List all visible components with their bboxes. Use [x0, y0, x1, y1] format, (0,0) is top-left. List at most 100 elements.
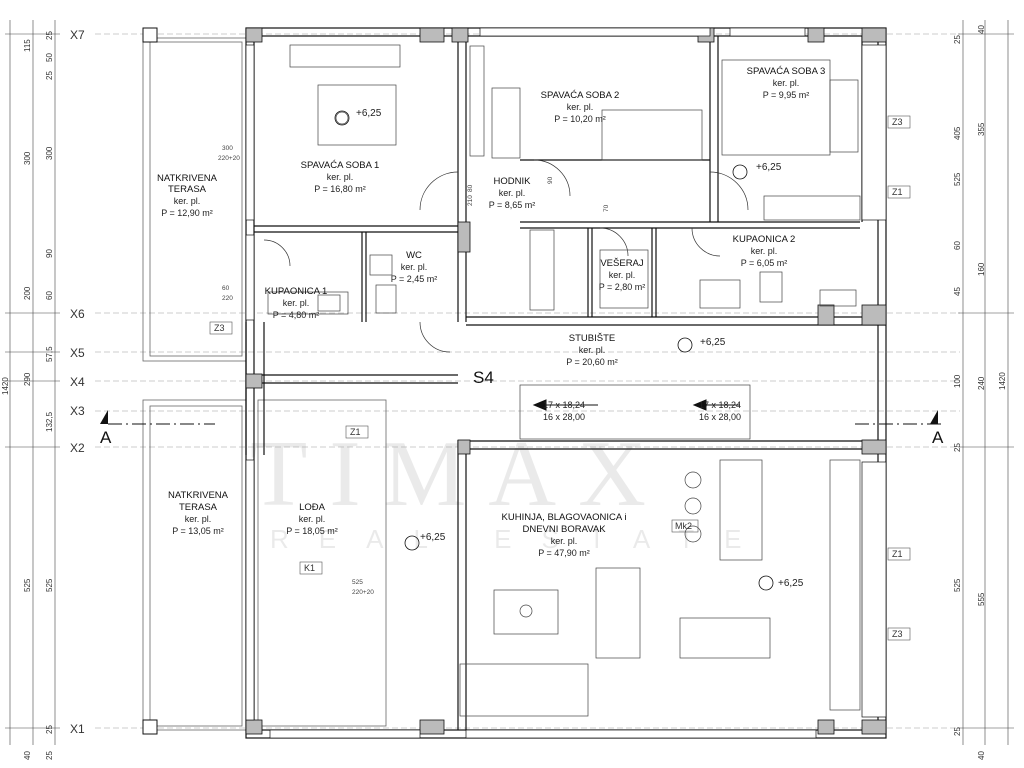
svg-text:290: 290 — [23, 372, 32, 386]
svg-text:ker. pl.: ker. pl. — [609, 270, 636, 280]
svg-text:40: 40 — [977, 751, 986, 760]
svg-text:300: 300 — [45, 146, 54, 160]
tag-z1-right-bottom: Z1 — [892, 549, 903, 559]
door-label-d5: 60 — [222, 285, 230, 292]
svg-text:25: 25 — [953, 35, 962, 44]
svg-text:ker. pl.: ker. pl. — [299, 514, 326, 524]
svg-text:555: 555 — [977, 592, 986, 606]
room-natkrivena-terasa-2: NATKRIVENA TERASA ker. pl. P = 13,05 m² — [168, 490, 229, 536]
walls — [245, 27, 887, 739]
svg-text:SPAVAĆA SOBA 1: SPAVAĆA SOBA 1 — [301, 160, 380, 171]
tag-z3-left: Z3 — [214, 323, 225, 333]
svg-text:P = 2,45 m²: P = 2,45 m² — [391, 274, 438, 284]
doors — [263, 159, 749, 353]
svg-text:SPAVAĆA SOBA 3: SPAVAĆA SOBA 3 — [747, 66, 826, 77]
stair-1-line2: 16 x 28,00 — [543, 412, 585, 422]
svg-text:355: 355 — [977, 122, 986, 136]
svg-text:57,5: 57,5 — [45, 346, 54, 362]
svg-text:NATKRIVENA: NATKRIVENA — [168, 490, 229, 501]
room-kupaonica-1: KUPAONICA 1 ker. pl. P = 4,80 m² — [265, 286, 328, 320]
svg-text:P = 2,80 m²: P = 2,80 m² — [599, 282, 646, 292]
room-kuhinja-dnevni-boravak: KUHINJA, BLAGOVAONICA i DNEVNI BORAVAK k… — [502, 512, 627, 558]
room-spavaca-soba-1: SPAVAĆA SOBA 1 ker. pl. P = 16,80 m² — [301, 160, 380, 194]
door-label-d3: 90 — [547, 176, 554, 184]
furniture — [267, 44, 861, 717]
svg-text:HODNIK: HODNIK — [494, 176, 532, 187]
svg-text:300: 300 — [23, 151, 32, 165]
svg-text:ker. pl.: ker. pl. — [579, 345, 606, 355]
axis-label-x3: X3 — [70, 404, 85, 418]
svg-text:P = 18,05 m²: P = 18,05 m² — [286, 526, 338, 536]
window-label-w4: 220+20 — [352, 589, 374, 596]
svg-text:P = 6,05 m²: P = 6,05 m² — [741, 258, 788, 268]
room-wc: WC ker. pl. P = 2,45 m² — [391, 250, 438, 284]
tag-z1-right-top: Z1 — [892, 187, 903, 197]
svg-text:ker. pl.: ker. pl. — [327, 172, 354, 182]
left-dims-text: 115 25 50 25 300 300 90 60 200 57,5 290 … — [1, 31, 54, 760]
svg-text:WC: WC — [406, 250, 422, 261]
svg-text:25: 25 — [45, 751, 54, 760]
elevation-3: +6,25 — [700, 337, 726, 348]
room-spavaca-soba-3: SPAVAĆA SOBA 3 ker. pl. P = 9,95 m² — [747, 66, 826, 100]
svg-text:KUHINJA, BLAGOVAONICA i: KUHINJA, BLAGOVAONICA i — [502, 512, 627, 523]
svg-text:P = 13,05 m²: P = 13,05 m² — [172, 526, 224, 536]
tag-z3-right-bottom: Z3 — [892, 629, 903, 639]
svg-text:115: 115 — [23, 39, 32, 52]
tag-k1: K1 — [304, 563, 315, 573]
svg-text:TERASA: TERASA — [168, 184, 207, 195]
svg-text:100: 100 — [953, 374, 962, 388]
door-label-d2: 210 — [467, 195, 474, 206]
svg-text:40: 40 — [977, 25, 986, 34]
elevation-2: +6,25 — [756, 162, 782, 173]
svg-text:525: 525 — [953, 578, 962, 592]
stair-1-line1: 17 x 18,24 — [543, 400, 585, 410]
left-dimension-chains — [5, 20, 60, 745]
room-natkrivena-terasa-1: NATKRIVENA TERASA ker. pl. P = 12,90 m² — [157, 173, 218, 218]
room-hodnik: HODNIK ker. pl. P = 8,65 m² — [489, 176, 536, 210]
door-label-d6: 220 — [222, 295, 233, 302]
svg-text:240: 240 — [977, 376, 986, 390]
svg-text:ker. pl.: ker. pl. — [551, 536, 578, 546]
svg-text:P = 8,65 m²: P = 8,65 m² — [489, 200, 536, 210]
room-loda: LOĐA ker. pl. P = 18,05 m² — [286, 502, 338, 536]
right-dims-text: 40 25 405 355 525 60 160 45 240 100 1420… — [953, 25, 1007, 760]
stair-2-line1: 17 x 18,24 — [699, 400, 741, 410]
svg-text:25: 25 — [45, 725, 54, 734]
door-label-d4: 70 — [603, 204, 610, 212]
columns — [245, 27, 887, 735]
svg-text:ker. pl.: ker. pl. — [773, 78, 800, 88]
svg-text:25: 25 — [953, 727, 962, 736]
axis-label-x2: X2 — [70, 441, 85, 455]
room-spavaca-soba-2: SPAVAĆA SOBA 2 ker. pl. P = 10,20 m² — [541, 90, 620, 124]
svg-text:25: 25 — [45, 31, 54, 40]
stair-2-line2: 16 x 28,00 — [699, 412, 741, 422]
svg-text:1420: 1420 — [998, 372, 1007, 390]
door-label-d1: 80 — [467, 184, 474, 192]
tag-mk2: Mk2 — [675, 521, 692, 531]
svg-text:ker. pl.: ker. pl. — [283, 298, 310, 308]
svg-text:SPAVAĆA SOBA 2: SPAVAĆA SOBA 2 — [541, 90, 620, 101]
svg-text:KUPAONICA 1: KUPAONICA 1 — [265, 286, 328, 297]
svg-text:KUPAONICA 2: KUPAONICA 2 — [733, 234, 796, 245]
svg-text:525: 525 — [45, 578, 54, 592]
svg-text:P = 16,80 m²: P = 16,80 m² — [314, 184, 366, 194]
section-label-left: A — [100, 428, 112, 447]
window-label-w2: 220+20 — [218, 155, 240, 162]
elevation-5: +6,25 — [778, 578, 804, 589]
axis-label-x5: X5 — [70, 346, 85, 360]
svg-text:ker. pl.: ker. pl. — [499, 188, 526, 198]
svg-text:1420: 1420 — [1, 377, 10, 395]
section-label-right: A — [932, 428, 944, 447]
svg-text:P = 47,90 m²: P = 47,90 m² — [538, 548, 590, 558]
svg-text:ker. pl.: ker. pl. — [185, 514, 212, 524]
svg-text:200: 200 — [23, 286, 32, 300]
svg-text:90: 90 — [45, 249, 54, 258]
axis-lines — [95, 33, 960, 729]
window-label-w3: 525 — [352, 579, 363, 586]
svg-text:ker. pl.: ker. pl. — [567, 102, 594, 112]
svg-text:60: 60 — [953, 241, 962, 250]
svg-text:TERASA: TERASA — [179, 502, 218, 513]
axis-label-x6: X6 — [70, 307, 85, 321]
svg-text:50: 50 — [45, 53, 54, 62]
